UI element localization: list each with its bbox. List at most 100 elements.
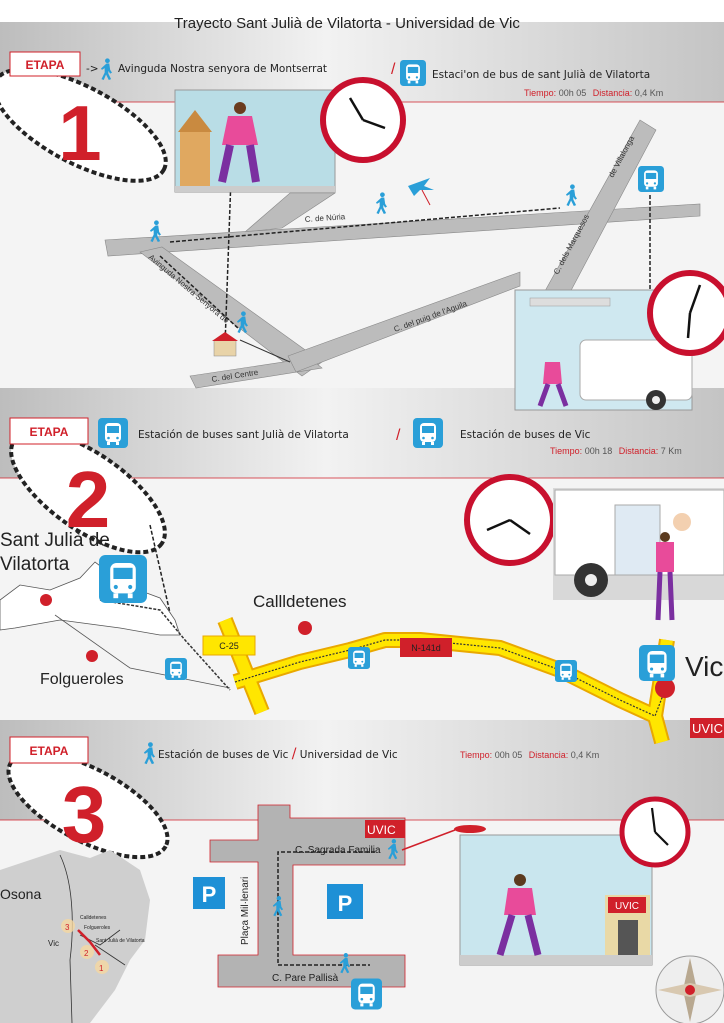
- bus-station-icon: [99, 555, 147, 603]
- town-marker: [86, 650, 98, 662]
- osona-region-map: [0, 850, 150, 1023]
- etapa-label: ETAPA: [30, 425, 69, 439]
- stage-number: 2: [66, 455, 111, 544]
- stage-number-ellipse: [0, 67, 168, 183]
- uvic-label: UVIC: [692, 721, 723, 736]
- distance-value: 0,4 Km: [571, 750, 600, 760]
- bus-stop-icon: [638, 166, 664, 192]
- clock-icon: [320, 77, 406, 163]
- etapa-label-box: [9, 417, 89, 445]
- uvic-tag: [690, 718, 724, 738]
- clock-icon: [464, 474, 556, 566]
- stage-2: 2 ETAPA Estación de buses sant Julià de …: [0, 417, 724, 745]
- time-info: Tiempo: 00h 18 Distancia: 7 Km: [550, 446, 682, 456]
- pointer-end: [454, 825, 486, 833]
- stage-number: 3: [62, 770, 107, 859]
- town-marker: [298, 621, 312, 635]
- time-label: Tiempo:: [550, 446, 582, 456]
- stage-from: Avinguda Nostra senyora de Montserrat: [118, 63, 327, 75]
- distance-label: Distancia:: [593, 88, 633, 98]
- distance-value: 7 Km: [661, 446, 682, 456]
- stage-to: Estaci'on de bus de sant Julià de Vilato…: [432, 69, 650, 81]
- place-label: Sant Julià de: [0, 530, 110, 551]
- distance-value: 0,4 Km: [635, 88, 664, 98]
- pointer-line: [401, 829, 456, 851]
- etapa-label: ETAPA: [26, 58, 65, 72]
- town-outline: [0, 561, 231, 691]
- clock-icon: [619, 796, 691, 868]
- clock-icon: [647, 270, 724, 356]
- distance-label: Distancia:: [529, 750, 569, 760]
- bus-icon: [98, 418, 128, 448]
- parking-label: P: [338, 891, 353, 916]
- mini-place-label: Folgueroles: [84, 925, 111, 931]
- step-marker: 1: [99, 964, 104, 973]
- bus-stop-icon: [348, 647, 370, 669]
- region-label: Osona: [0, 886, 41, 902]
- separator: /: [396, 427, 401, 444]
- time-value: 00h 05: [559, 88, 587, 98]
- bus-boarding-illustration: [553, 488, 724, 621]
- stage-number-ellipse: [6, 750, 170, 860]
- stage-to: Universidad de Vic: [300, 749, 398, 761]
- compass-icon: [655, 955, 724, 1023]
- town-marker: [655, 678, 675, 698]
- stage-from-to: Estación de buses de Vic / Universidad d…: [158, 746, 398, 762]
- stage-to: Estación de buses de Vic: [460, 429, 591, 441]
- place-label: Callldetenes: [253, 592, 347, 611]
- street-label: C. Pare Pallisà: [272, 973, 339, 984]
- time-value: 00h 18: [585, 446, 613, 456]
- road-sign-n141d: [400, 638, 452, 657]
- town-marker: [40, 594, 52, 606]
- arrow-icon: ->: [86, 63, 99, 75]
- mini-place-label: Vic: [48, 939, 59, 948]
- mini-place-label: Calldetenes: [80, 915, 107, 921]
- road-label: C-25: [219, 641, 239, 651]
- time-value: 00h 05: [495, 750, 523, 760]
- place-label: Vic: [685, 651, 723, 682]
- stage-from: Estación de buses de Vic: [158, 749, 289, 761]
- road-label: N-141d: [411, 643, 441, 653]
- bus-stop-icon: [555, 660, 577, 682]
- uvic-tag: [365, 820, 405, 838]
- etapa-label: ETAPA: [30, 744, 69, 758]
- time-label: Tiempo:: [524, 88, 556, 98]
- distance-label: Distancia:: [619, 446, 659, 456]
- bus-stop-icon: [165, 658, 187, 680]
- bus-station-icon: [639, 645, 675, 681]
- step-marker: 3: [65, 923, 70, 932]
- time-info: Tiempo: 00h 05 Distancia: 0,4 Km: [524, 88, 663, 98]
- etapa-label-box: [9, 736, 89, 764]
- stage-number: 1: [58, 89, 101, 177]
- time-info: Tiempo: 00h 05 Distancia: 0,4 Km: [460, 750, 599, 760]
- street-map: [209, 804, 406, 988]
- street-map: [104, 119, 701, 389]
- road-sign-c25: [202, 635, 256, 656]
- etapa-label-box: [9, 51, 81, 77]
- time-label: Tiempo:: [460, 750, 492, 760]
- mini-place-label: Sant Julià de Vilatorta: [96, 938, 145, 944]
- uvic-building-label: UVIC: [615, 901, 639, 912]
- bus-icon: [413, 418, 443, 448]
- uvic-label: UVIC: [367, 823, 396, 837]
- house-icon: [212, 332, 238, 357]
- bus-icon: [400, 60, 426, 86]
- place-label: Vilatorta: [0, 554, 70, 575]
- parking-icon: [193, 877, 225, 909]
- parking-label: P: [202, 882, 217, 907]
- street-label: C. Sagrada Familia: [295, 845, 381, 856]
- stage-from: Estación de buses sant Julià de Vilatort…: [138, 429, 349, 441]
- street-label: C. de Núria: [305, 212, 347, 224]
- step-marker: 2: [84, 949, 89, 958]
- bus-stop-icon: [351, 978, 382, 1010]
- place-label: Folgueroles: [40, 671, 124, 688]
- la-caixa-star-icon: [408, 178, 434, 206]
- stage-3: 3 ETAPA Estación de buses de Vic / Unive…: [0, 736, 724, 1023]
- connector-line: [149, 524, 176, 636]
- separator: /: [391, 61, 396, 78]
- separator: /: [292, 746, 297, 762]
- street-label: Plaça Mil·lenari: [240, 877, 251, 945]
- stage-1: 1 ETAPA -> Avinguda Nostra senyora de Mo…: [0, 51, 724, 411]
